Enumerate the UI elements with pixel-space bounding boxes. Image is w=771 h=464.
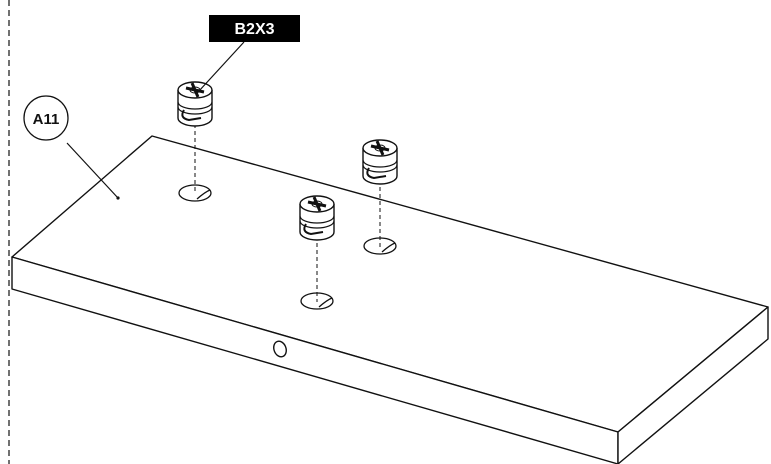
a11-leader-line [66,142,119,199]
cam-lock-fitting-1 [176,80,214,128]
guide-lines [194,124,381,302]
hardware-label-b2x3: B2X3 [209,15,300,42]
cam-lock-fitting-2 [298,194,336,242]
part-label-a11: A11 [23,95,69,141]
panel-a11 [11,135,769,464]
edge-hole [273,340,287,358]
hardware-label-b2x3-text: B2X3 [234,21,274,38]
part-label-a11-text: A11 [33,111,60,128]
cam-hole-1 [178,184,212,202]
b2x3-leader-line [198,41,245,92]
cam-lock-fitting-3 [361,138,399,186]
panel-front-face [11,256,619,464]
a11-leader-dot [116,196,120,200]
b2x3-leader-dot [197,89,201,93]
panel-right-face [617,306,769,464]
